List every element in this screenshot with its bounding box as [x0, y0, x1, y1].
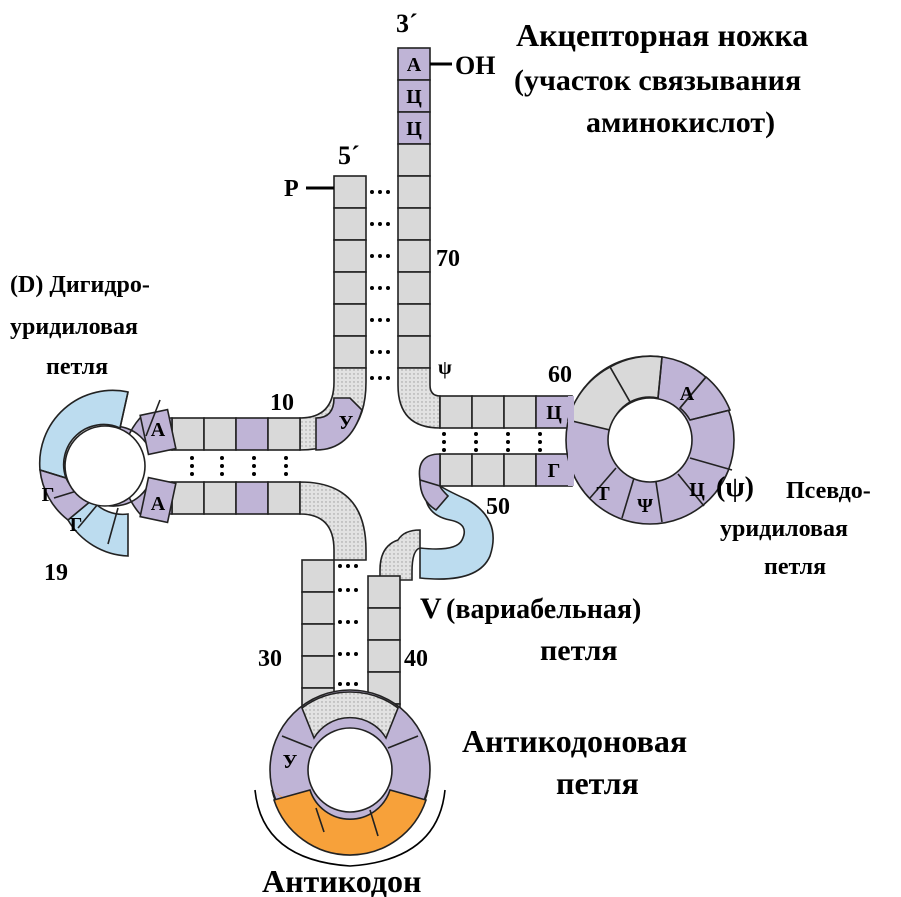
v-loop-letter: V	[420, 592, 442, 625]
base-cell	[302, 624, 334, 656]
base-cell	[236, 482, 268, 514]
base-cell	[268, 418, 300, 450]
base-cell	[398, 208, 430, 240]
psi-loop-label-line2: уридиловая	[720, 516, 848, 542]
base-cell	[398, 240, 430, 272]
base-a: А	[151, 493, 166, 515]
base-cell	[172, 482, 204, 514]
oh-label: OH	[455, 51, 495, 80]
junction-d-to-anticodon	[300, 482, 366, 560]
base-cell	[472, 396, 504, 428]
base-a: А	[680, 383, 695, 405]
psi-loop-label-line1: Псевдо-	[786, 478, 871, 504]
anticodon-label: Антикодон	[262, 863, 421, 897]
base-cell	[398, 144, 430, 176]
base-cell	[302, 592, 334, 624]
position-40: 40	[404, 646, 428, 672]
acceptor-pairing-dots	[370, 190, 390, 380]
base-c: Ц	[689, 479, 705, 501]
base-psi: Ψ	[637, 495, 653, 517]
t-arm-bottom-strand: Г	[440, 454, 572, 486]
base-a: А	[407, 54, 422, 76]
d-loop-hole	[65, 426, 145, 506]
base-cell	[440, 396, 472, 428]
base-cell	[334, 240, 366, 272]
base-cell	[302, 656, 334, 688]
t-arm-pairing-dots	[442, 432, 572, 452]
phosphate-label: P	[284, 176, 299, 202]
base-g: Г	[548, 460, 561, 482]
position-10: 10	[270, 390, 294, 416]
base-cell	[204, 482, 236, 514]
position-19: 19	[44, 560, 68, 586]
acceptor-stem-right: А Ц Ц	[398, 48, 430, 368]
anticodon-loop-label-line2: петля	[556, 765, 639, 801]
three-prime-label: 3´	[396, 9, 418, 38]
base-g: Г	[42, 484, 55, 506]
base-cell	[334, 208, 366, 240]
base-cell	[334, 304, 366, 336]
position-50: 50	[486, 494, 510, 520]
anticodon-loop-hole	[308, 728, 392, 812]
base-cell	[368, 608, 400, 640]
base-cell	[504, 454, 536, 486]
d-loop-label-line2: уридиловая	[10, 314, 138, 340]
v-loop-label-line1: (вариабельная)	[446, 594, 641, 625]
acceptor-stem-left	[334, 176, 366, 368]
acceptor-label-line3: аминокислот)	[586, 106, 775, 139]
base-cell	[368, 640, 400, 672]
psi-loop-symbol: (ψ)	[716, 472, 754, 503]
base-cell	[236, 418, 268, 450]
position-30: 30	[258, 646, 282, 672]
d-arm-top-strand	[172, 418, 300, 450]
acceptor-label-line1: Акцепторная ножка	[516, 17, 808, 53]
psi-marker: ψ	[438, 357, 452, 379]
base-cell	[334, 336, 366, 368]
base-cell	[504, 396, 536, 428]
base-c: Ц	[546, 402, 562, 424]
base-cell	[268, 482, 300, 514]
base-cell	[398, 336, 430, 368]
t-loop-hole	[608, 398, 692, 482]
anticodon-pairing-dots	[338, 564, 358, 686]
d-loop-label-line3: петля	[46, 354, 108, 380]
base-u: У	[283, 751, 298, 773]
d-arm-bottom-strand	[172, 482, 300, 514]
psi-loop-label-line3: петля	[764, 554, 826, 580]
base-cell	[398, 176, 430, 208]
base-cell	[204, 418, 236, 450]
t-arm-top-strand: Ц	[440, 396, 572, 428]
base-c: Ц	[406, 86, 422, 108]
t-loop: А Ц Т Ψ	[566, 356, 734, 524]
d-loop-label-line1: (D) Дигидро-	[10, 272, 150, 298]
base-t: Т	[596, 483, 610, 505]
base-cell	[172, 418, 204, 450]
base-g: Г	[70, 514, 83, 536]
base-cell	[334, 176, 366, 208]
position-60: 60	[548, 362, 572, 388]
position-70: 70	[436, 246, 460, 272]
base-u: У	[339, 412, 354, 434]
base-cell	[368, 576, 400, 608]
base-cell	[302, 560, 334, 592]
five-prime-label: 5´	[338, 141, 360, 170]
acceptor-label-line2: (участок связывания	[514, 64, 801, 97]
d-loop: А А Г Г	[40, 390, 176, 556]
v-loop-label-line2: петля	[540, 634, 618, 667]
base-cell	[398, 272, 430, 304]
anticodon-loop-label-line1: Антикодоновая	[462, 723, 687, 759]
base-cell	[472, 454, 504, 486]
base-a: А	[151, 419, 166, 441]
base-cell	[398, 304, 430, 336]
base-cell	[334, 272, 366, 304]
anticodon-loop: У	[270, 690, 430, 855]
junction-right-curve	[398, 368, 440, 428]
d-arm-pairing-dots	[190, 456, 288, 476]
base-cell	[440, 454, 472, 486]
base-c: Ц	[406, 118, 422, 140]
